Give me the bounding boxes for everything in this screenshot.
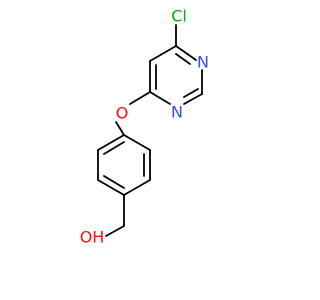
bond-b3-b4-inner bbox=[103, 175, 125, 189]
bond-b3-b4 bbox=[97, 179, 125, 196]
atom-nitrogen-3: N bbox=[171, 103, 183, 122]
bond-b1-b2 bbox=[97, 134, 125, 151]
atom-hydroxyl: OH bbox=[80, 228, 105, 247]
bond-b4-b5 bbox=[123, 179, 151, 196]
bond-n1-c6-inner bbox=[175, 53, 191, 65]
bond-n3-c2 bbox=[183, 93, 203, 105]
bond-b1-b2-inner bbox=[103, 141, 125, 155]
bond-c4-n3 bbox=[149, 91, 171, 105]
bond-n3-c2-inner bbox=[183, 88, 199, 98]
bond-ch2-oh bbox=[105, 225, 125, 237]
bond-o-c1benz bbox=[115, 121, 125, 136]
bond-c4-o bbox=[129, 91, 151, 105]
molecule-structure: Cl N N O OH bbox=[80, 7, 209, 247]
bond-b6-b1 bbox=[123, 134, 151, 151]
atom-chlorine: Cl bbox=[171, 7, 187, 26]
bond-ccl-c5 bbox=[149, 45, 177, 62]
bond-n1-c6 bbox=[175, 45, 197, 61]
atom-ether-oxygen: O bbox=[116, 104, 129, 123]
atom-nitrogen-1: N bbox=[197, 53, 209, 72]
